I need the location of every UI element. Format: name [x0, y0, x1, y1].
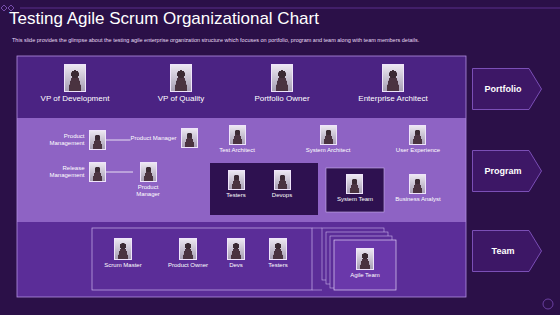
person-photo: [89, 162, 106, 182]
person-photo: [227, 238, 245, 260]
person-photo: [382, 64, 404, 92]
person-card: Product Management: [39, 130, 106, 150]
subtitle-text: This slide provides the glimpse about th…: [12, 37, 532, 44]
slide-title: Testing Agile Scrum Organizational Chart: [9, 9, 319, 29]
role-label: User Experience: [396, 147, 440, 154]
level-name: Portfolio: [485, 84, 530, 94]
role-label: Scrum Master: [104, 262, 141, 269]
role-label: Devops: [272, 192, 292, 199]
role-label: Product Manager: [133, 184, 163, 198]
person-card: System Architect: [306, 125, 351, 154]
role-label: Enterprise Architect: [358, 94, 427, 103]
person-photo: [89, 130, 106, 150]
level-chevron: Program: [472, 150, 542, 192]
person-card: Enterprise Architect: [358, 64, 427, 103]
role-label: VP of Development: [41, 94, 110, 103]
person-card: Agile Team: [350, 248, 380, 279]
person-photo: [409, 125, 426, 145]
person-photo: [64, 64, 86, 92]
person-card: Test Architect: [219, 125, 255, 154]
person-card: Product Manager: [133, 162, 163, 198]
person-photo: [140, 162, 157, 182]
person-card: Business Analyst: [395, 174, 440, 203]
person-photo: [179, 238, 197, 260]
role-label: Business Analyst: [395, 196, 440, 203]
team-outline: [92, 228, 312, 290]
system-team-box: [326, 168, 384, 212]
person-photo: [346, 174, 363, 194]
portfolio-band: [17, 56, 466, 118]
person-card: Portfolio Owner: [254, 64, 309, 103]
dev-group-box: [210, 163, 318, 215]
perspective-line: [312, 228, 322, 229]
person-photo: [228, 170, 245, 190]
role-label: Test Architect: [219, 147, 255, 154]
level-chevron: Team: [472, 230, 542, 272]
person-card: Devs: [227, 238, 245, 269]
role-label: Release Management: [39, 165, 85, 179]
person-card: Devops: [272, 170, 292, 199]
person-photo: [170, 64, 192, 92]
role-label: Portfolio Owner: [254, 94, 309, 103]
role-label: Devs: [229, 262, 243, 269]
level-chevron: Portfolio: [472, 68, 542, 110]
person-card: Product Owner: [168, 238, 208, 269]
person-photo: [271, 64, 293, 92]
level-name: Program: [484, 166, 529, 176]
person-photo: [356, 248, 374, 270]
role-label: VP of Quality: [158, 94, 205, 103]
person-card: Scrum Master: [104, 238, 141, 269]
role-label: Testers: [268, 262, 287, 269]
person-photo: [229, 125, 246, 145]
role-label: Testers: [226, 192, 245, 199]
frame: [17, 56, 466, 297]
person-photo: [409, 174, 426, 194]
program-band: [17, 118, 466, 222]
person-card: System Team: [337, 174, 373, 203]
person-photo: [269, 238, 287, 260]
person-photo: [181, 128, 198, 148]
person-card: User Experience: [396, 125, 440, 154]
person-card: VP of Development: [41, 64, 110, 103]
level-name: Team: [492, 246, 523, 256]
top-rule: [20, 8, 560, 9]
person-card: Release Management: [39, 162, 106, 182]
team-band: [17, 222, 466, 297]
person-photo: [274, 170, 291, 190]
person-card: VP of Quality: [158, 64, 205, 103]
person-card: Testers: [268, 238, 287, 269]
person-photo: [114, 238, 132, 260]
person-photo: [320, 125, 337, 145]
stack-card: [334, 240, 396, 290]
role-label: System Architect: [306, 147, 351, 154]
perspective-line: [312, 290, 322, 291]
role-label: System Team: [337, 196, 373, 203]
person-card: Product Manager: [130, 128, 197, 148]
role-label: Product Management: [39, 133, 85, 147]
person-card: Testers: [226, 170, 245, 199]
role-label: Product Owner: [168, 262, 208, 269]
reporting-line: [106, 172, 134, 173]
role-label: Product Manager: [130, 135, 176, 142]
role-label: Agile Team: [350, 272, 380, 279]
corner-icon: [543, 299, 553, 309]
reporting-line: [106, 140, 131, 141]
